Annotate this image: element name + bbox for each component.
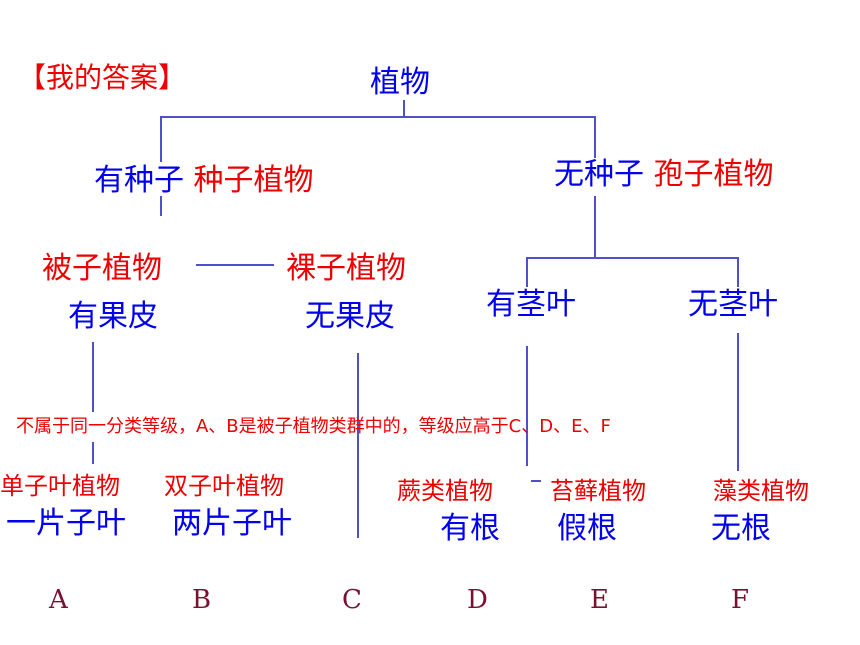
seed-plants-feature: 有种子 <box>94 163 184 198</box>
no-stem-leaf-down-line <box>737 333 739 471</box>
fern-term: 蕨类植物 <box>397 477 493 505</box>
gymnosperm-feature: 无果皮 <box>305 299 395 334</box>
monocot-tick-line <box>47 510 49 520</box>
no-stem-leaf-line <box>737 257 739 287</box>
algae-feature: 无根 <box>711 511 771 546</box>
spore-bar-line <box>526 257 738 259</box>
seed-plants-term: 种子植物 <box>193 163 314 198</box>
monocot-feature: 一片子叶 <box>6 506 126 541</box>
root-node: 植物 <box>370 65 430 100</box>
algae-term: 藻类植物 <box>713 477 809 505</box>
root-bar-line <box>160 116 596 118</box>
monocot-term: 单子叶植物 <box>0 472 120 500</box>
moss-feature: 假根 <box>557 511 617 546</box>
right-branch-line <box>594 116 596 158</box>
letter-f: F <box>731 585 750 615</box>
no-stem-leaf-node: 无茎叶 <box>688 287 778 322</box>
letter-e: E <box>590 585 609 615</box>
letter-d: D <box>467 585 488 615</box>
fern-moss-connector-line <box>531 480 541 482</box>
stem-leaf-down-line <box>526 346 528 466</box>
left-branch-line <box>160 116 162 162</box>
right-branch-lower-line <box>594 196 596 258</box>
angiosperm-down-line <box>92 342 94 412</box>
fern-feature: 有根 <box>440 511 500 546</box>
moss-term: 苔藓植物 <box>550 477 646 505</box>
seed-plants-node: 有种子 种子植物 <box>94 166 314 196</box>
stem-leaf-node: 有茎叶 <box>486 287 576 322</box>
spore-plants-term: 孢子植物 <box>653 157 774 192</box>
letter-b: B <box>192 585 212 615</box>
root-stem-line <box>403 100 405 117</box>
angio-gymno-connector-line <box>196 264 274 266</box>
answer-label: 【我的答案】 <box>18 61 187 94</box>
dicot-feature: 两片子叶 <box>172 506 292 541</box>
spore-plants-node: 无种子 孢子植物 <box>554 160 774 190</box>
angiosperm-term: 被子植物 <box>42 251 162 286</box>
stem-leaf-line <box>526 257 528 287</box>
angiosperm-feature: 有果皮 <box>68 299 158 334</box>
dicot-term: 双子叶植物 <box>164 472 284 500</box>
left-branch-lower-line <box>160 196 162 216</box>
spore-plants-feature: 无种子 <box>554 157 644 192</box>
angiosperm-down-lower-line <box>92 442 94 464</box>
gymnosperm-down-line <box>357 353 359 538</box>
classification-note: 不属于同一分类等级，A、B是被子植物类群中的，等级应高于C、D、E、F <box>16 416 611 437</box>
gymnosperm-term: 裸子植物 <box>286 251 406 286</box>
letter-c: C <box>342 585 362 615</box>
letter-a: A <box>49 585 68 615</box>
